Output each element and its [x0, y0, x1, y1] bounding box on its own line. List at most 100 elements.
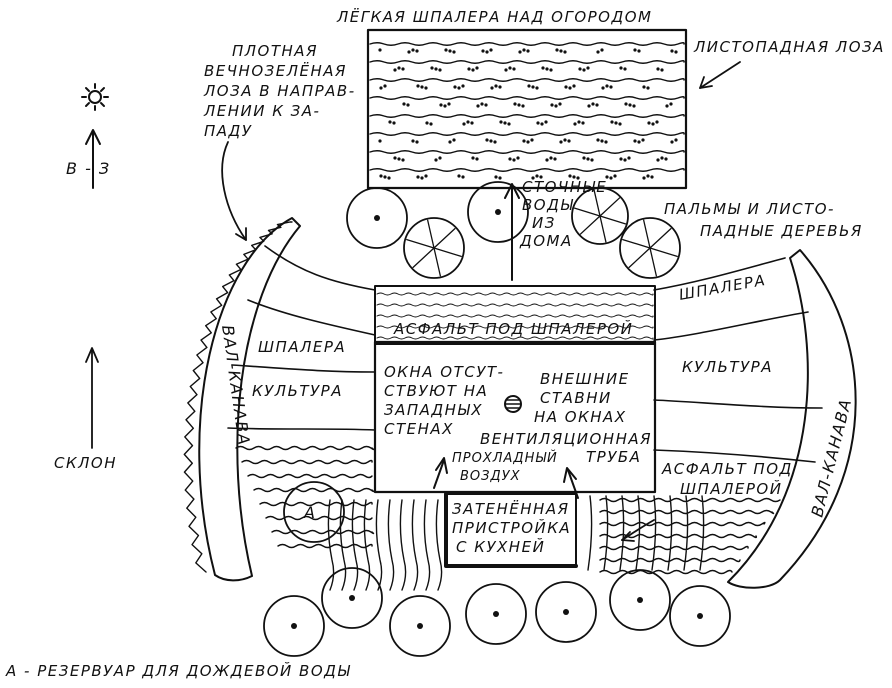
tree-icon — [389, 595, 451, 657]
vine-leaf-dot — [613, 174, 617, 178]
kitchen-label: ЗАТЕНЁННАЯ ПРИСТРОЙКА С КУХНЕЙ — [452, 499, 570, 556]
trellis-row — [369, 60, 685, 64]
vine-leaf-dot — [475, 157, 479, 161]
vine-leaf-dot — [402, 102, 406, 106]
vine-leaf-dot — [670, 140, 674, 144]
culture-left-label: КУЛЬТУРА — [252, 382, 343, 400]
vine-leaf-dot — [572, 84, 576, 88]
vine-leaf-dot — [498, 85, 502, 89]
tree-icon — [467, 181, 529, 243]
vine-leaf-dot — [637, 49, 641, 53]
vine-leaf-dot — [647, 121, 651, 125]
vine-leaf-dot — [555, 48, 559, 52]
vine-leaf-dot — [646, 86, 650, 90]
vine-leaf-dot — [484, 103, 488, 107]
vine-leaf-dot — [596, 50, 600, 54]
slope-label: СКЛОН — [54, 454, 117, 472]
vine-leaf-dot — [424, 86, 428, 90]
vine-leaf-dot — [540, 122, 544, 126]
vine-leaf-dot — [573, 122, 577, 126]
vine-leaf-dot — [424, 174, 428, 178]
vine-leaf-dot — [438, 68, 442, 72]
vine-leaf-dot — [567, 139, 571, 143]
trellis-row — [369, 150, 685, 154]
vine-leaf-dot — [541, 66, 545, 70]
vine-leaf-dot — [516, 156, 520, 160]
vine-leaf-dot — [650, 175, 654, 179]
vine-leaf-dot — [522, 48, 526, 52]
vine-leaf-dot — [383, 84, 387, 88]
vine-leaf-dot — [545, 158, 549, 162]
vine-leaf-dot — [512, 158, 516, 162]
vine-leaf-dot — [549, 68, 553, 72]
shutters-line-3: НА ОКНАХ — [534, 408, 627, 426]
vine-leaf-dot — [471, 68, 475, 72]
vine-leaf-dot — [522, 139, 526, 143]
vine-leaf-dot — [577, 120, 581, 124]
vine-leaf-dot — [447, 102, 451, 106]
vine-leaf-dot — [535, 86, 539, 90]
vine-leaf-dot — [550, 103, 554, 107]
rain-tank — [283, 481, 345, 543]
vine-leaf-dot — [508, 157, 512, 161]
shutters-label: ВНЕШНИЕ СТАВНИ НА ОКНАХ — [534, 370, 628, 426]
vine-leaf-dot — [387, 176, 391, 180]
right-field — [587, 257, 823, 575]
vine-leaf-dot — [401, 158, 405, 162]
evergreen-vine-label: ПЛОТНАЯ ВЕЧНОЗЕЛЁНАЯ ЛОЗА В НАПРАВ- ЛЕНИ… — [203, 42, 356, 140]
vine-leaf-dot — [461, 84, 465, 88]
vine-leaf-dot — [549, 156, 553, 160]
vent-pipe-line-2: ТРУБА — [586, 448, 641, 466]
vine-leaf-dot — [670, 49, 674, 53]
vine-leaf-dot — [665, 104, 669, 108]
vine-leaf-dot — [604, 140, 608, 144]
vine-leaf-dot — [485, 138, 489, 142]
vine-leaf-dot — [553, 157, 557, 161]
vine-leaf-dot — [558, 102, 562, 106]
vine-leaf-dot — [452, 50, 456, 54]
vine-leaf-dot — [438, 156, 442, 160]
vine-leaf-dot — [544, 120, 548, 124]
vine-leaf-dot — [563, 138, 567, 142]
vine-leaf-dot — [462, 122, 466, 126]
vine-leaf-dot — [397, 66, 401, 70]
vine-leaf-dot — [494, 84, 498, 88]
vine-leaf-dot — [521, 104, 525, 108]
vent-pipe-icon — [504, 395, 522, 413]
wastewater-line-1: СТОЧНЫЕ — [522, 178, 607, 196]
vine-leaf-dot — [466, 120, 470, 124]
right-wavy-rows — [587, 495, 781, 575]
compass-label: В - З — [66, 159, 111, 178]
asphalt-hatch — [376, 292, 654, 340]
vine-leaf-dot — [526, 49, 530, 53]
vine-leaf-dot — [383, 175, 387, 179]
vine-leaf-dot — [480, 102, 484, 106]
left-berm — [183, 217, 301, 582]
vine-leaf-dot — [434, 67, 438, 71]
trellis-row — [369, 114, 685, 118]
shutters-line-2: СТАВНИ — [540, 389, 612, 407]
evergreen-line-3: ЛОЗА В НАПРАВ- — [203, 82, 356, 100]
cool-air-line-1: ПРОХЛАДНЫЙ — [452, 450, 558, 466]
vine-leaf-dot — [564, 85, 568, 89]
trellis-row — [369, 42, 685, 46]
asphalt-right-label: АСФАЛЬТ ПОД ШПАЛЕРОЙ — [661, 460, 791, 498]
vine-leaf-dot — [624, 102, 628, 106]
vine-leaf-dot — [591, 102, 595, 106]
vine-leaf-dot — [490, 86, 494, 90]
deciduous-vine-label: ЛИСТОПАДНАЯ ЛОЗА — [693, 38, 885, 56]
palms-line-2: ПАДНЫЕ ДЕРЕВЬЯ — [700, 222, 863, 240]
vine-leaf-dot — [637, 140, 641, 144]
vine-leaf-dot — [526, 140, 530, 144]
vine-leaf-dot — [632, 104, 636, 108]
trellis-rows — [369, 42, 685, 180]
no-windows-line-2: СТВУЮТ НА — [384, 382, 488, 400]
vine-leaf-dot — [623, 158, 627, 162]
vent-pipe-label: ВЕНТИЛЯЦИОННАЯ ТРУБА — [480, 430, 651, 466]
vine-leaf-dot — [619, 66, 623, 70]
palms-label: ПАЛЬМЫ И ЛИСТО- ПАДНЫЕ ДЕРЕВЬЯ — [664, 200, 863, 240]
vine-leaf-dot — [401, 67, 405, 71]
vine-leaf-dot — [642, 176, 646, 180]
arrow-head-icon — [621, 531, 635, 542]
vine-leaf-dot — [485, 50, 489, 54]
